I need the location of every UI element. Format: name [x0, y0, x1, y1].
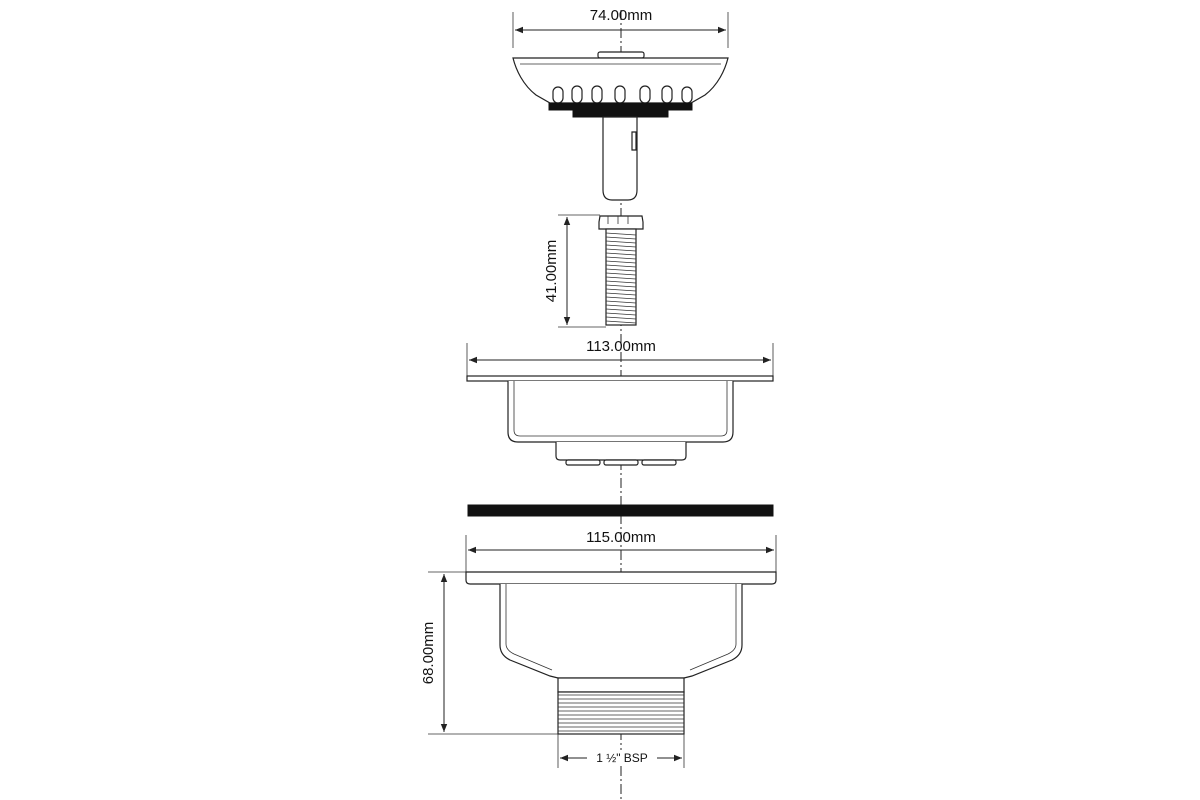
rod-thread-line — [605, 304, 637, 308]
body-bowl-inner-right — [689, 584, 737, 671]
body-height-label: 68.00mm — [420, 622, 437, 685]
rod-thread-line — [605, 296, 637, 300]
rod-thread-line — [605, 300, 637, 304]
thread-size-label: 1 ½" BSP — [596, 751, 648, 765]
basket-dimension: 74.00mm — [512, 7, 729, 48]
basket-knob — [597, 51, 645, 59]
body-flange — [465, 571, 777, 585]
basket-slot — [681, 86, 693, 104]
flange-bottom — [555, 442, 687, 461]
flange-tab — [603, 459, 639, 466]
flange-tab — [641, 459, 677, 466]
body-width-dimension: 115.00mm — [465, 529, 777, 572]
basket-slots — [552, 85, 693, 104]
flange-tab — [565, 459, 601, 466]
rod-thread-line — [605, 236, 637, 240]
stem-pin — [631, 131, 637, 151]
rod-thread-line — [605, 316, 637, 320]
flange-lip — [466, 375, 774, 382]
strainer-basket — [512, 51, 729, 201]
rod-thread-line — [605, 320, 637, 324]
basket-slot — [571, 85, 583, 104]
rod-dimension: 41.00mm — [543, 214, 606, 328]
drain-body — [465, 571, 777, 735]
body-width-label: 115.00mm — [586, 529, 656, 546]
rod-threads — [605, 232, 637, 324]
thread-label-bg — [587, 750, 657, 765]
rod-thread-line — [605, 252, 637, 256]
rod-thread-line — [605, 256, 637, 260]
basket-seal — [548, 102, 693, 111]
rubber-gasket — [467, 504, 774, 517]
basket-seal-lower — [572, 109, 669, 118]
body-bowl-inner-left — [505, 584, 553, 671]
body-height-dimension: 68.00mm — [420, 571, 558, 735]
rod-head — [598, 215, 644, 230]
rod-thread-line — [605, 272, 637, 276]
body-bowl — [499, 584, 743, 679]
rod-thread-line — [605, 280, 637, 284]
rod-thread-line — [605, 248, 637, 252]
basket-slot — [552, 86, 564, 104]
rod-thread-line — [605, 264, 637, 268]
rod-thread-line — [605, 240, 637, 244]
threaded-rod — [598, 215, 644, 326]
sink-flange — [466, 375, 774, 466]
basket-slot — [591, 85, 603, 104]
rod-thread-line — [605, 312, 637, 316]
basket-slot — [639, 85, 651, 104]
basket-slot — [614, 85, 626, 104]
rod-length-label: 41.00mm — [543, 240, 560, 303]
thread-dimension: 1 ½" BSP — [557, 734, 685, 768]
flange-width-label: 113.00mm — [586, 338, 656, 355]
rod-thread-line — [605, 288, 637, 292]
basket-stem — [602, 116, 638, 201]
rod-thread-line — [605, 232, 637, 236]
body-thread — [557, 691, 685, 735]
rod-thread-line — [605, 276, 637, 280]
basket-width-label: 74.00mm — [590, 7, 653, 24]
body-threads — [558, 694, 684, 732]
rod-thread-line — [605, 260, 637, 264]
rod-thread-line — [605, 244, 637, 248]
rod-thread-line — [605, 308, 637, 312]
rod-thread-line — [605, 268, 637, 272]
body-collar — [557, 677, 685, 693]
rod-thread-line — [605, 292, 637, 296]
flange-cup-inner — [513, 381, 728, 437]
basket-slot — [661, 85, 673, 104]
flange-dimension: 113.00mm — [466, 338, 774, 378]
flange-cup — [507, 381, 734, 443]
rod-thread-line — [605, 284, 637, 288]
